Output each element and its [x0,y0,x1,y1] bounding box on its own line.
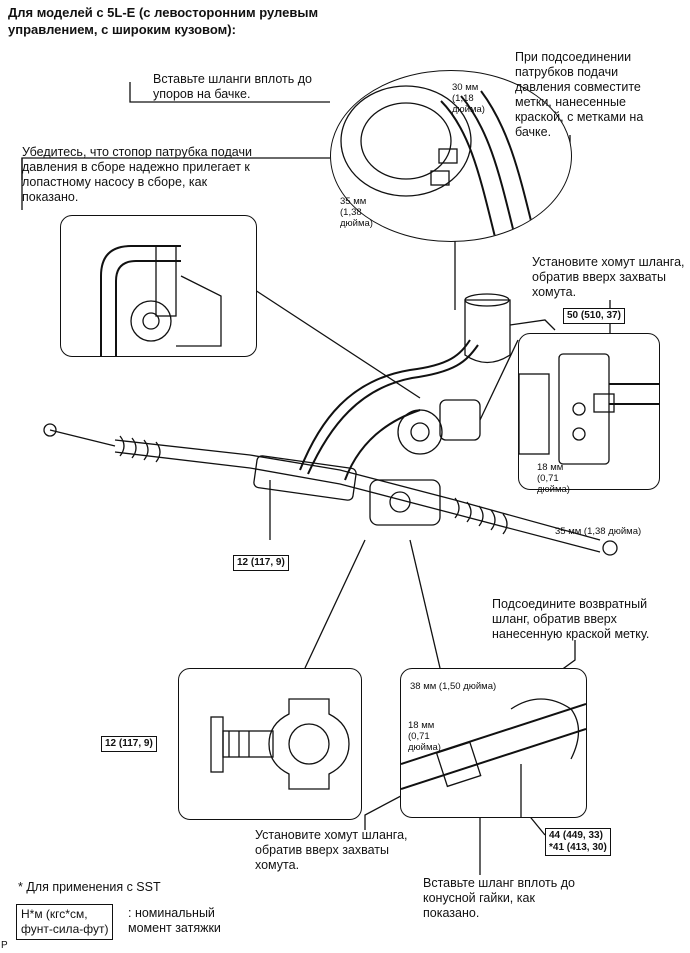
callout-align-marks: При подсоединении патрубков подачи давле… [515,50,644,139]
leader-right-zoom [479,339,519,421]
union-bolt-art [210,698,350,790]
callout-ensure-stopper: Убедитесь, что стопор патрубка подачи да… [22,145,252,204]
dim-35mm-right: 35 мм (1,38 дюйма) [555,526,642,537]
dim-18mm-top: 18 мм (0,71 дюйма) [537,462,570,495]
pressure-hose [299,339,471,471]
torque-12-bolt: 12 (117, 9) [101,736,157,752]
legend-unit-box: Н*м (кгс*см, фунт-сила-фут) [16,904,114,940]
leader-insert-hoses [129,82,330,103]
torque-12-main: 12 (117, 9) [233,555,289,571]
zoom-pump-clamp-detail [518,333,660,490]
callout-insert-hose-nut: Вставьте шланг вплоть до конусной гайки,… [423,876,575,920]
pump-clamp-art [519,353,659,465]
callout-install-clamp-bottom: Установите хомут шланга, обратив вверх з… [255,828,408,872]
rack-boot-right [454,497,508,535]
rack-body [114,439,601,541]
dim-30mm: 30 мм (1,18 дюйма) [452,82,485,115]
return-hose [344,409,421,481]
reservoir [464,299,511,364]
page-title: Для моделей с 5L-E (с левосторонним руле… [8,5,319,37]
callout-install-clamp-top: Установите хомут шланга, обратив вверх з… [532,255,685,299]
dim-35mm: 35 мм (1,38 дюйма) [340,196,373,229]
leader-bottom-right-zoom [409,539,441,669]
zoom-return-hose-detail [400,668,587,818]
return-hose-art [401,698,586,817]
dim-38mm: 38 мм (1,50 дюйма) [410,681,497,692]
reservoir-detail-art [340,85,537,241]
callout-connect-return: Подсоедините возвратный шланг, обратив в… [492,597,650,641]
corner-mark: P [1,940,8,951]
legend-description: : номинальный момент затяжки [128,906,221,935]
leader-bottom-left-zoom [304,539,366,669]
zoom-union-bolt-detail [178,668,362,820]
torque-50: 50 (510, 37) [563,308,625,324]
leader-left-zoom [254,289,421,399]
footnote-sst: * Для применения с SST [18,880,161,894]
zoom-reservoir-detail [330,70,572,242]
rack-boot-left [119,435,161,463]
zoom-pump-stopper-detail [60,215,257,357]
torque-44: 44 (449, 33) *41 (413, 30) [545,828,611,856]
vane-pump-pulley [397,409,443,455]
pump-stopper-art [100,245,222,356]
dim-18mm-bottom: 18 мм (0,71 дюйма) [408,720,441,753]
callout-insert-hoses: Вставьте шланги вплоть до упоров на бачк… [153,72,312,101]
